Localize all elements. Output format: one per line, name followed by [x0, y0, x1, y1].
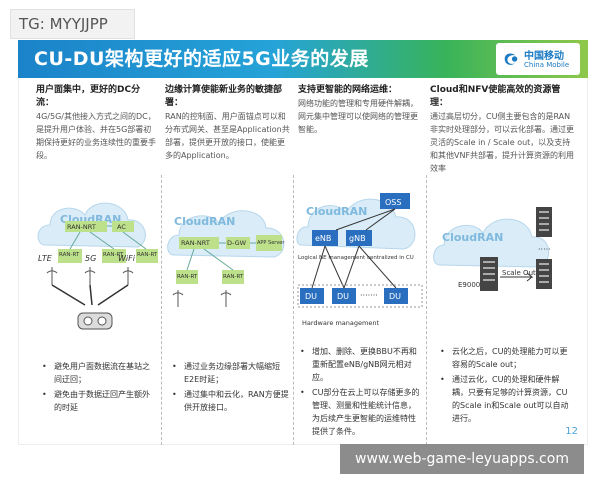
bullet-item: CU部分在云上可以存储更多的管理、测量和性能统计信息，为后续产生更智能的运维特性…: [300, 386, 422, 438]
logo-en: China Mobile: [524, 61, 570, 69]
wifi-label: WiFi: [118, 254, 136, 263]
column-4-head: Cloud和NFV使能高效的资源管理：: [430, 85, 561, 108]
scale-out-label: Scale Out: [502, 269, 536, 277]
du-label: DU: [305, 292, 317, 301]
china-mobile-logo-icon: [504, 53, 518, 65]
5g-label: 5G: [85, 254, 96, 263]
column-2: 边缘计算使能新业务的敏捷部署： RAN的控制面、用户面锚点可以和分布式网关、甚至…: [165, 84, 290, 162]
du-dots: ·······: [360, 291, 378, 300]
bullet-list-2: 通过业务边缘部署大幅缩短E2E时延； 通过集中和云化，RAN方便提供开放接口。: [172, 360, 290, 416]
ran-nrt-label: RAN-NRT: [181, 239, 210, 247]
scale-out-arrow: [500, 272, 534, 282]
bullet-item: 避免由于数据迂回产生额外的时延: [42, 388, 157, 414]
column-1: 用户面集中，更好的DC分流： 4G/5G/其他接入方式之间的DC，是提升用户体验…: [36, 84, 158, 162]
du-box: [300, 288, 324, 304]
oss-label: OSS: [385, 198, 401, 207]
du-box: [384, 288, 408, 304]
antenna-icon: [84, 267, 96, 285]
title-bar: CU-DU架构更好的适应5G业务的发展 中国移动 China Mobile: [18, 40, 588, 78]
bullet-item: 通过业务边缘部署大幅缩短E2E时延；: [172, 360, 290, 386]
column-1-head: 用户面集中，更好的DC分流：: [36, 85, 141, 108]
column-4-body: 通过高层切分，CU侧主要包含的是RAN非实时处理部分，可以云化部署。通过更灵活的…: [430, 112, 575, 173]
app-server-label: APP Server: [257, 240, 285, 246]
diagram-edge-computing: CloudRAN RAN-NRT D-GW APP Server RAN-RT …: [167, 210, 285, 307]
app-server-box: [256, 235, 282, 251]
gnb-box: [346, 230, 372, 246]
antenna-icon: [220, 290, 232, 307]
server-rack-icon: [480, 257, 498, 291]
antenna-icon: [122, 267, 134, 285]
column-divider: [161, 175, 162, 445]
dgw-label: D-GW: [227, 239, 247, 247]
bullet-list-1: 避免用户面数据流在基站之间迂回； 避免由于数据迂回产生额外的时延: [42, 360, 157, 416]
ran-rt-box: [58, 249, 82, 263]
dgw-box: [226, 237, 250, 249]
cloud-shape: [433, 218, 550, 268]
ran-rt-label: RAN-RT: [59, 252, 80, 258]
server-rack-icon: [536, 259, 552, 289]
page-number: 12: [565, 426, 578, 437]
column-divider: [426, 175, 427, 445]
enb-box: [312, 230, 338, 246]
column-divider: [293, 175, 294, 445]
ac-label: AC: [117, 223, 126, 231]
slide-title: CU-DU架构更好的适应5G业务的发展: [34, 48, 369, 70]
du-label: DU: [337, 292, 349, 301]
oss-box: [380, 193, 410, 209]
ran-nrt-box: [65, 221, 107, 232]
bullet-list-3: 增加、删除、更换BBU不再和重新配置eNB/gNB网元相对应。 CU部分在云上可…: [300, 345, 422, 440]
hardware-management-label: Hardware management: [302, 319, 379, 327]
du-label: DU: [389, 292, 401, 301]
gnb-label: gNB: [349, 234, 366, 243]
ac-box: [112, 221, 134, 232]
ran-rt-label: RAN-RT: [223, 274, 244, 280]
column-2-head: 边缘计算使能新业务的敏捷部署：: [165, 85, 283, 108]
svg-text:·····: ·····: [538, 245, 551, 254]
ran-nrt-label: RAN-NRT: [67, 223, 96, 231]
bullet-list-4: 云化之后，CU的处理能力可以更容易的Scale out； 通过云化，CU的处理和…: [440, 345, 575, 427]
column-1-body: 4G/5G/其他接入方式之间的DC，是提升用户体验、并在5G部署初期保持更好的业…: [36, 112, 156, 160]
ran-rt-label: RAN-RT: [103, 252, 124, 258]
diagram-resource-scaling: CloudRAN ····· E9000 Scale Out: [433, 207, 552, 291]
ne-management-label: Logical NE management centralized in CU: [298, 255, 414, 261]
bullet-item: 通过云化，CU的处理和硬件解耦，只要有足够的计算资源，CU的Scale in和S…: [440, 373, 575, 425]
bullet-item: 避免用户面数据流在基站之间迂回；: [42, 360, 157, 386]
server-rack-icon: [536, 207, 552, 237]
ran-rt-box: [136, 249, 158, 263]
du-box: [332, 288, 356, 304]
ran-rt-label: RAN-RT: [137, 252, 158, 258]
diagram-dc-offload: CloudRAN RAN-NRT AC RAN-RT RAN-RT RAN-RT…: [37, 202, 158, 330]
china-mobile-logo: 中国移动 China Mobile: [496, 43, 580, 75]
arrows-icon: [51, 284, 129, 306]
ran-rt-label: RAN-RT: [177, 274, 198, 280]
ran-rt-box: [176, 270, 198, 284]
diagram-network-management: CloudRAN OSS eNB gNB Logical NE manageme…: [296, 193, 423, 327]
bullet-item: 增加、删除、更换BBU不再和重新配置eNB/gNB网元相对应。: [300, 345, 422, 384]
ran-rt-box: [222, 270, 244, 284]
column-3-head: 支持更智能的网络运维：: [298, 85, 398, 95]
cloud-label: CloudRAN: [306, 205, 367, 218]
watermark-bottom: www.web-game-leyuapps.com: [340, 444, 584, 474]
vr-headset-icon: [77, 312, 113, 330]
column-4: Cloud和NFV使能高效的资源管理： 通过高层切分，CU侧主要包含的是RAN非…: [430, 84, 575, 175]
column-2-body: RAN的控制面、用户面锚点可以和分布式网关、甚至是Application共部署，…: [165, 112, 290, 160]
column-3-body: 网络功能的管理和专用硬件解耦，网元集中管理可以使网络的管理更智能。: [298, 99, 418, 134]
ran-rt-box: [102, 249, 126, 263]
ran-nrt-box: [179, 237, 219, 249]
column-3: 支持更智能的网络运维： 网络功能的管理和专用硬件解耦，网元集中管理可以使网络的管…: [298, 84, 423, 136]
antenna-icon: [46, 267, 58, 285]
antenna-icon: [172, 290, 184, 307]
cloud-label: CloudRAN: [174, 215, 235, 228]
enb-label: eNB: [315, 234, 331, 243]
e9000-label: E9000: [458, 281, 480, 289]
watermark-top: TG: MYYJJPP: [10, 9, 135, 39]
bullet-item: 云化之后，CU的处理能力可以更容易的Scale out；: [440, 345, 575, 371]
logo-name: 中国移动: [524, 51, 564, 62]
lte-label: LTE: [38, 254, 53, 263]
cloud-label: CloudRAN: [442, 231, 503, 244]
bullet-item: 通过集中和云化，RAN方便提供开放接口。: [172, 388, 290, 414]
